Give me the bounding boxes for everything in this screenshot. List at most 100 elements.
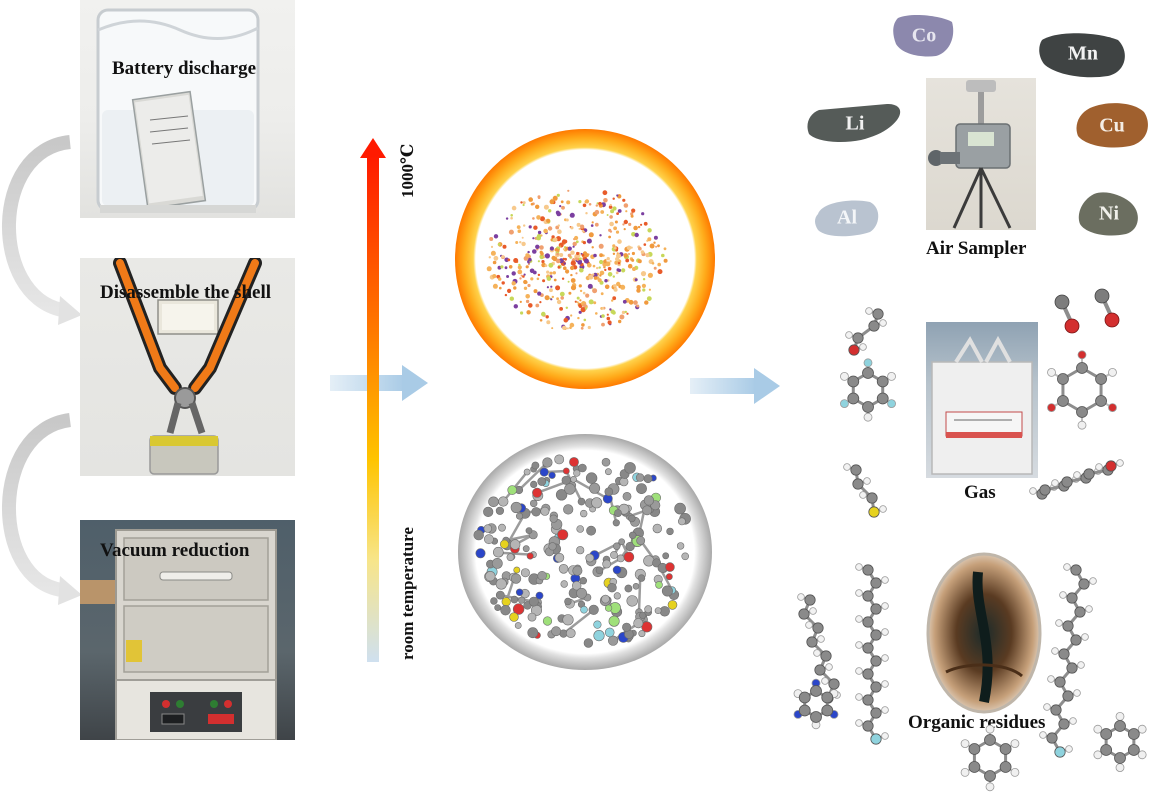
gas-particle xyxy=(521,236,524,239)
atom xyxy=(578,463,587,473)
atom xyxy=(483,506,494,517)
metal-label-ni: Ni xyxy=(1099,202,1119,225)
gas-particle xyxy=(543,228,548,234)
gas-particle xyxy=(604,284,610,290)
atom xyxy=(604,627,615,638)
atom xyxy=(510,595,519,604)
gas-particle xyxy=(607,272,613,277)
gas-particle xyxy=(578,200,582,204)
temperature-low-label: room temperature xyxy=(398,527,417,660)
gas-particle xyxy=(632,267,636,271)
arrowhead-2 xyxy=(58,576,82,605)
atom xyxy=(518,596,526,604)
gas-particle xyxy=(570,260,576,266)
gas-particle xyxy=(631,251,635,256)
gas-particle xyxy=(563,266,567,270)
gas-particle xyxy=(576,251,580,256)
disassemble-shell-photo xyxy=(80,258,295,476)
atom xyxy=(601,457,611,467)
gas-particle xyxy=(513,304,518,309)
atom xyxy=(475,548,486,559)
gas-particle xyxy=(544,253,550,259)
gas-particle xyxy=(595,204,598,207)
gas-particle xyxy=(556,297,559,301)
gas-particle xyxy=(569,322,575,328)
atom xyxy=(558,564,569,574)
atom xyxy=(492,546,504,558)
gas-particle xyxy=(568,291,572,295)
atom xyxy=(662,552,670,560)
gas-particle xyxy=(585,293,590,298)
atom xyxy=(643,474,653,484)
atom xyxy=(566,628,576,638)
gas-particle xyxy=(616,268,620,272)
atom xyxy=(636,536,646,545)
gas-particle xyxy=(645,253,650,258)
gas-particle xyxy=(588,274,594,280)
gas-particle xyxy=(559,205,562,208)
gas-particle xyxy=(532,237,535,240)
gas-particle xyxy=(663,247,667,251)
gas-particle xyxy=(630,214,634,218)
atom xyxy=(551,626,561,637)
atom xyxy=(570,475,577,483)
gas-particle xyxy=(606,316,611,321)
atom xyxy=(586,525,596,536)
gas-particle xyxy=(510,216,513,220)
gas-particle xyxy=(523,224,526,227)
gas-particle xyxy=(613,226,617,231)
gas-particle xyxy=(604,279,608,283)
atom xyxy=(622,492,632,501)
gas-particle xyxy=(582,241,586,245)
atom xyxy=(569,457,579,467)
gas-particle xyxy=(602,190,608,196)
gas-particle xyxy=(598,243,604,249)
arrowhead-1 xyxy=(58,296,82,325)
atom xyxy=(588,604,599,615)
gas-particle xyxy=(548,209,552,213)
atom xyxy=(484,534,494,545)
atom xyxy=(562,467,570,475)
gas-particle xyxy=(657,262,661,267)
gas-particle xyxy=(603,259,607,264)
atom xyxy=(608,615,620,627)
molecule-carbon-monoxide xyxy=(1094,288,1120,328)
gas-particle xyxy=(581,253,585,257)
gas-particle xyxy=(520,201,523,204)
gas-particle xyxy=(588,232,594,238)
gas-particle xyxy=(586,238,592,244)
atom xyxy=(681,552,689,561)
atom xyxy=(507,485,518,495)
gas-particle xyxy=(609,230,613,233)
atom xyxy=(655,581,663,589)
atom xyxy=(540,506,550,516)
gas-particle xyxy=(579,267,584,273)
atom xyxy=(610,551,618,559)
atom xyxy=(554,454,565,465)
gas-particle xyxy=(641,283,646,288)
gas-particle xyxy=(579,289,583,293)
gas-particle xyxy=(520,311,524,315)
gas-particle xyxy=(542,256,545,259)
gas-particles xyxy=(486,189,668,330)
atom xyxy=(527,612,537,622)
gas-particle xyxy=(561,205,565,210)
gas-particle xyxy=(556,193,560,197)
atom xyxy=(485,571,496,582)
gas-particle xyxy=(559,245,562,248)
gas-particle xyxy=(607,279,610,282)
gas-particle xyxy=(594,209,600,215)
gas-particle xyxy=(615,230,620,234)
gas-particle xyxy=(593,301,597,305)
gas-particle xyxy=(613,287,618,292)
atom xyxy=(642,505,652,516)
gas-particle xyxy=(556,252,559,256)
atom xyxy=(564,483,576,495)
gas-particle xyxy=(596,202,599,205)
gas-particle xyxy=(508,265,513,269)
gas-particle xyxy=(580,326,584,330)
gas-particle xyxy=(532,249,537,254)
gas-particle xyxy=(614,220,618,224)
gas-particle xyxy=(552,271,556,275)
atom xyxy=(613,592,621,600)
